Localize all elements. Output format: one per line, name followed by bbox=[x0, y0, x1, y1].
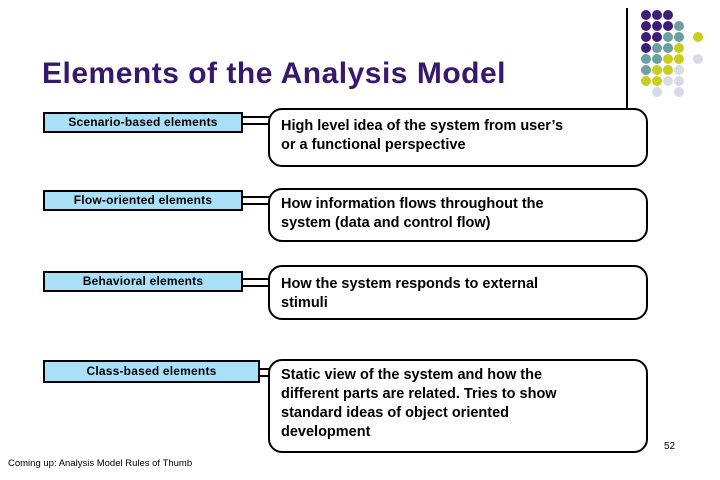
dot-icon bbox=[652, 87, 662, 97]
label-box-scenario-based: Scenario-based elements bbox=[43, 112, 243, 133]
dot-icon bbox=[641, 21, 651, 31]
decorative-vertical-line bbox=[626, 8, 628, 112]
dot-icon bbox=[641, 32, 651, 42]
dot-icon bbox=[641, 65, 651, 75]
dot-icon bbox=[652, 54, 662, 64]
connector-line bbox=[242, 278, 274, 287]
dot-icon bbox=[674, 32, 684, 42]
label-text: Flow-oriented elements bbox=[73, 193, 213, 207]
dot-icon bbox=[641, 10, 651, 20]
dot-icon bbox=[652, 32, 662, 42]
dot-icon bbox=[652, 10, 662, 20]
dot-icon bbox=[641, 54, 651, 64]
dot-icon bbox=[674, 76, 684, 86]
label-text: Class-based elements bbox=[86, 364, 217, 378]
label-box-flow-oriented: Flow-oriented elements bbox=[43, 190, 243, 211]
label-text: Scenario-based elements bbox=[68, 115, 218, 129]
dot-icon bbox=[663, 54, 673, 64]
page-title: Elements of the Analysis Model bbox=[42, 57, 506, 90]
dot-icon bbox=[663, 43, 673, 53]
dot-icon bbox=[652, 43, 662, 53]
dot-icon bbox=[663, 21, 673, 31]
dot-icon bbox=[674, 87, 684, 97]
dot-icon bbox=[663, 65, 673, 75]
dot-icon bbox=[652, 76, 662, 86]
dot-icon bbox=[674, 65, 684, 75]
dot-icon bbox=[652, 21, 662, 31]
dot-icon bbox=[674, 21, 684, 31]
dot-icon bbox=[652, 65, 662, 75]
description-box-scenario-based: High level idea of the system from user’… bbox=[268, 108, 648, 167]
dot-icon bbox=[663, 76, 673, 86]
footer-note: Coming up: Analysis Model Rules of Thumb bbox=[8, 458, 193, 469]
dot-icon bbox=[674, 54, 684, 64]
connector-line bbox=[242, 196, 274, 205]
dot-icon bbox=[641, 76, 651, 86]
label-box-behavioral: Behavioral elements bbox=[43, 271, 243, 292]
connector-line bbox=[258, 368, 274, 377]
dot-icon bbox=[663, 32, 673, 42]
connector-line bbox=[242, 116, 274, 125]
dot-icon bbox=[693, 32, 703, 42]
dot-icon bbox=[693, 54, 703, 64]
label-text: Behavioral elements bbox=[82, 274, 204, 288]
dot-icon bbox=[641, 43, 651, 53]
label-box-class-based: Class-based elements bbox=[43, 360, 260, 383]
page-number: 52 bbox=[664, 441, 676, 452]
dot-icon bbox=[663, 10, 673, 20]
dot-icon bbox=[674, 43, 684, 53]
description-text: High level idea of the system from user’… bbox=[281, 118, 564, 153]
